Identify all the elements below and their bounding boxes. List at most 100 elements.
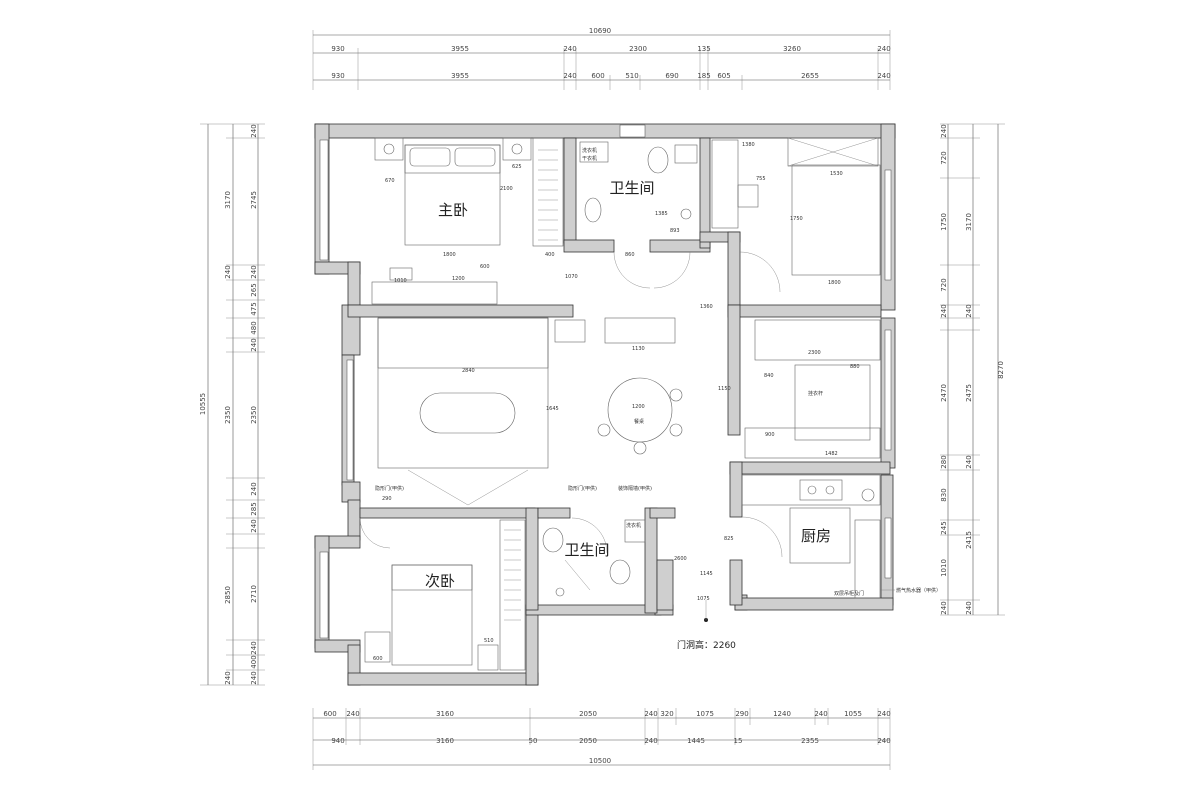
inner-dim-25: 840 <box>764 373 774 379</box>
note-coats: 挂衣杆 <box>808 390 823 397</box>
right2-dim-2: 240 <box>965 304 973 317</box>
note-water-heater: 燃气热水器（甲供） <box>896 587 941 594</box>
bot2-dim-8: 2355 <box>801 737 819 745</box>
left-dim-4: 265 <box>250 283 258 296</box>
right-dim-10: 245 <box>940 521 948 534</box>
bot-dim-12: 240 <box>877 710 890 718</box>
inner-dim-5: 1010 <box>394 278 407 284</box>
inner-dim-10: 860 <box>625 252 635 258</box>
left-dim-13: 240 <box>250 641 258 654</box>
walls <box>314 123 896 686</box>
bot2-dim-1: 940 <box>331 737 344 745</box>
bot2-dim-2: 3160 <box>436 737 454 745</box>
bot-dim-1: 600 <box>323 710 336 718</box>
inner-dim-15: 1750 <box>790 216 803 222</box>
right-dim-5: 240 <box>940 304 948 317</box>
inner-dim-9: 1070 <box>565 274 578 280</box>
bottom-dimensions: 600 240 3160 2050 240 320 1075 290 1240 … <box>312 708 891 770</box>
top2-dim-6: 690 <box>665 72 678 80</box>
right2-dim-6: 240 <box>965 601 973 614</box>
top2-dim-10: 240 <box>877 72 890 80</box>
inner-dim-29: 290 <box>382 496 392 502</box>
note-sliding-door-2: 隐形门(甲供) <box>568 485 597 492</box>
inner-dim-1: 670 <box>385 178 395 184</box>
doors <box>359 251 783 558</box>
right-dim-1: 240 <box>940 124 948 137</box>
bot-dim-7: 1075 <box>696 710 714 718</box>
bot-dim-10: 240 <box>814 710 827 718</box>
top-total-dim: 10690 <box>589 27 611 35</box>
top2-dim-3: 240 <box>563 72 576 80</box>
right2-dim-3: 2475 <box>965 384 973 402</box>
top2-dim-9: 2655 <box>801 72 819 80</box>
left-dim-10: 285 <box>250 502 258 515</box>
note-dryer: 干衣机 <box>582 155 597 162</box>
inner-dim-30: 1075 <box>697 596 710 602</box>
right-dim-7: 2470 <box>940 384 948 402</box>
inner-dim-26: 1482 <box>825 451 838 457</box>
left-dim-6: 480 <box>250 321 258 334</box>
bot-dim-8: 290 <box>735 710 748 718</box>
inner-dim-22: 1130 <box>632 346 645 352</box>
room-label-kitchen: 厨房 <box>801 527 831 545</box>
right-dim-12: 240 <box>940 601 948 614</box>
left-dim-3: 240 <box>250 265 258 278</box>
inner-dim-21: 1200 <box>632 404 645 410</box>
left2-dim-4: 2850 <box>224 586 232 604</box>
right-dim-4: 720 <box>940 278 948 291</box>
left2-dim-3: 2350 <box>224 406 232 424</box>
inner-dim-28: 1150 <box>718 386 731 392</box>
top-dim-2: 3955 <box>451 45 469 53</box>
right-dim-11: 1010 <box>940 559 948 577</box>
bot2-dim-4: 2050 <box>579 737 597 745</box>
right-dim-3: 1750 <box>940 213 948 231</box>
inner-dim-19: 2840 <box>462 368 475 374</box>
room-label-master-bedroom: 主卧 <box>438 201 468 219</box>
top2-dim-2: 3955 <box>451 72 469 80</box>
left2-dim-5: 240 <box>224 671 232 684</box>
inner-dim-27: 900 <box>765 432 775 438</box>
inner-dim-32: 825 <box>724 536 734 542</box>
left-dim-8: 2350 <box>250 406 258 424</box>
inner-dim-18: 1380 <box>742 142 755 148</box>
inner-dim-17: 755 <box>756 176 766 182</box>
bot-dim-4: 2050 <box>579 710 597 718</box>
inner-dim-31: 2600 <box>674 556 687 562</box>
bot-dim-5: 240 <box>644 710 657 718</box>
inner-dim-2: 2100 <box>500 186 513 192</box>
top-dim-7: 240 <box>877 45 890 53</box>
bot2-dim-7: 15 <box>734 737 743 745</box>
left-dim-11: 240 <box>250 519 258 532</box>
left-dim-2: 2745 <box>250 191 258 209</box>
left-total-dim: 10555 <box>199 393 207 415</box>
inner-dim-16: 1800 <box>828 280 841 286</box>
bot-dim-6: 320 <box>660 710 673 718</box>
right-total-dim: 8270 <box>997 361 1005 379</box>
top2-dim-1: 930 <box>331 72 344 80</box>
top-dim-5: 135 <box>697 45 710 53</box>
bot-dim-11: 1055 <box>844 710 862 718</box>
furniture <box>364 137 881 671</box>
left-dim-15: 240 <box>250 671 258 684</box>
inner-dim-6: 625 <box>512 164 522 170</box>
inner-dim-23: 2300 <box>808 350 821 356</box>
left-dimensions: 10555 3170 240 2350 2850 240 240 2745 24… <box>199 123 265 686</box>
room-label-bathroom-top: 卫生间 <box>609 179 654 197</box>
inner-dim-33: 1145 <box>700 571 713 577</box>
inner-dim-3: 1800 <box>443 252 456 258</box>
inner-dim-20: 1645 <box>546 406 559 412</box>
left-dim-7: 240 <box>250 338 258 351</box>
note-wash-machine: 洗衣机 <box>582 147 597 154</box>
right-dimensions: 8270 3170 240 2475 240 2415 240 240 720 … <box>940 123 1005 616</box>
right2-dim-1: 3170 <box>965 213 973 231</box>
top-dim-1: 930 <box>331 45 344 53</box>
note-sliding-door-3: 装饰隔墙(甲供) <box>618 485 652 492</box>
bot-dim-9: 1240 <box>773 710 791 718</box>
room-label-bathroom-bottom: 卫生间 <box>564 541 609 559</box>
bot2-dim-3: 50 <box>529 737 538 745</box>
top-dimensions: 10690 930 3955 240 2300 135 3260 240 930… <box>312 27 891 90</box>
inner-dim-24: 880 <box>850 364 860 370</box>
inner-dim-11: 893 <box>670 228 680 234</box>
